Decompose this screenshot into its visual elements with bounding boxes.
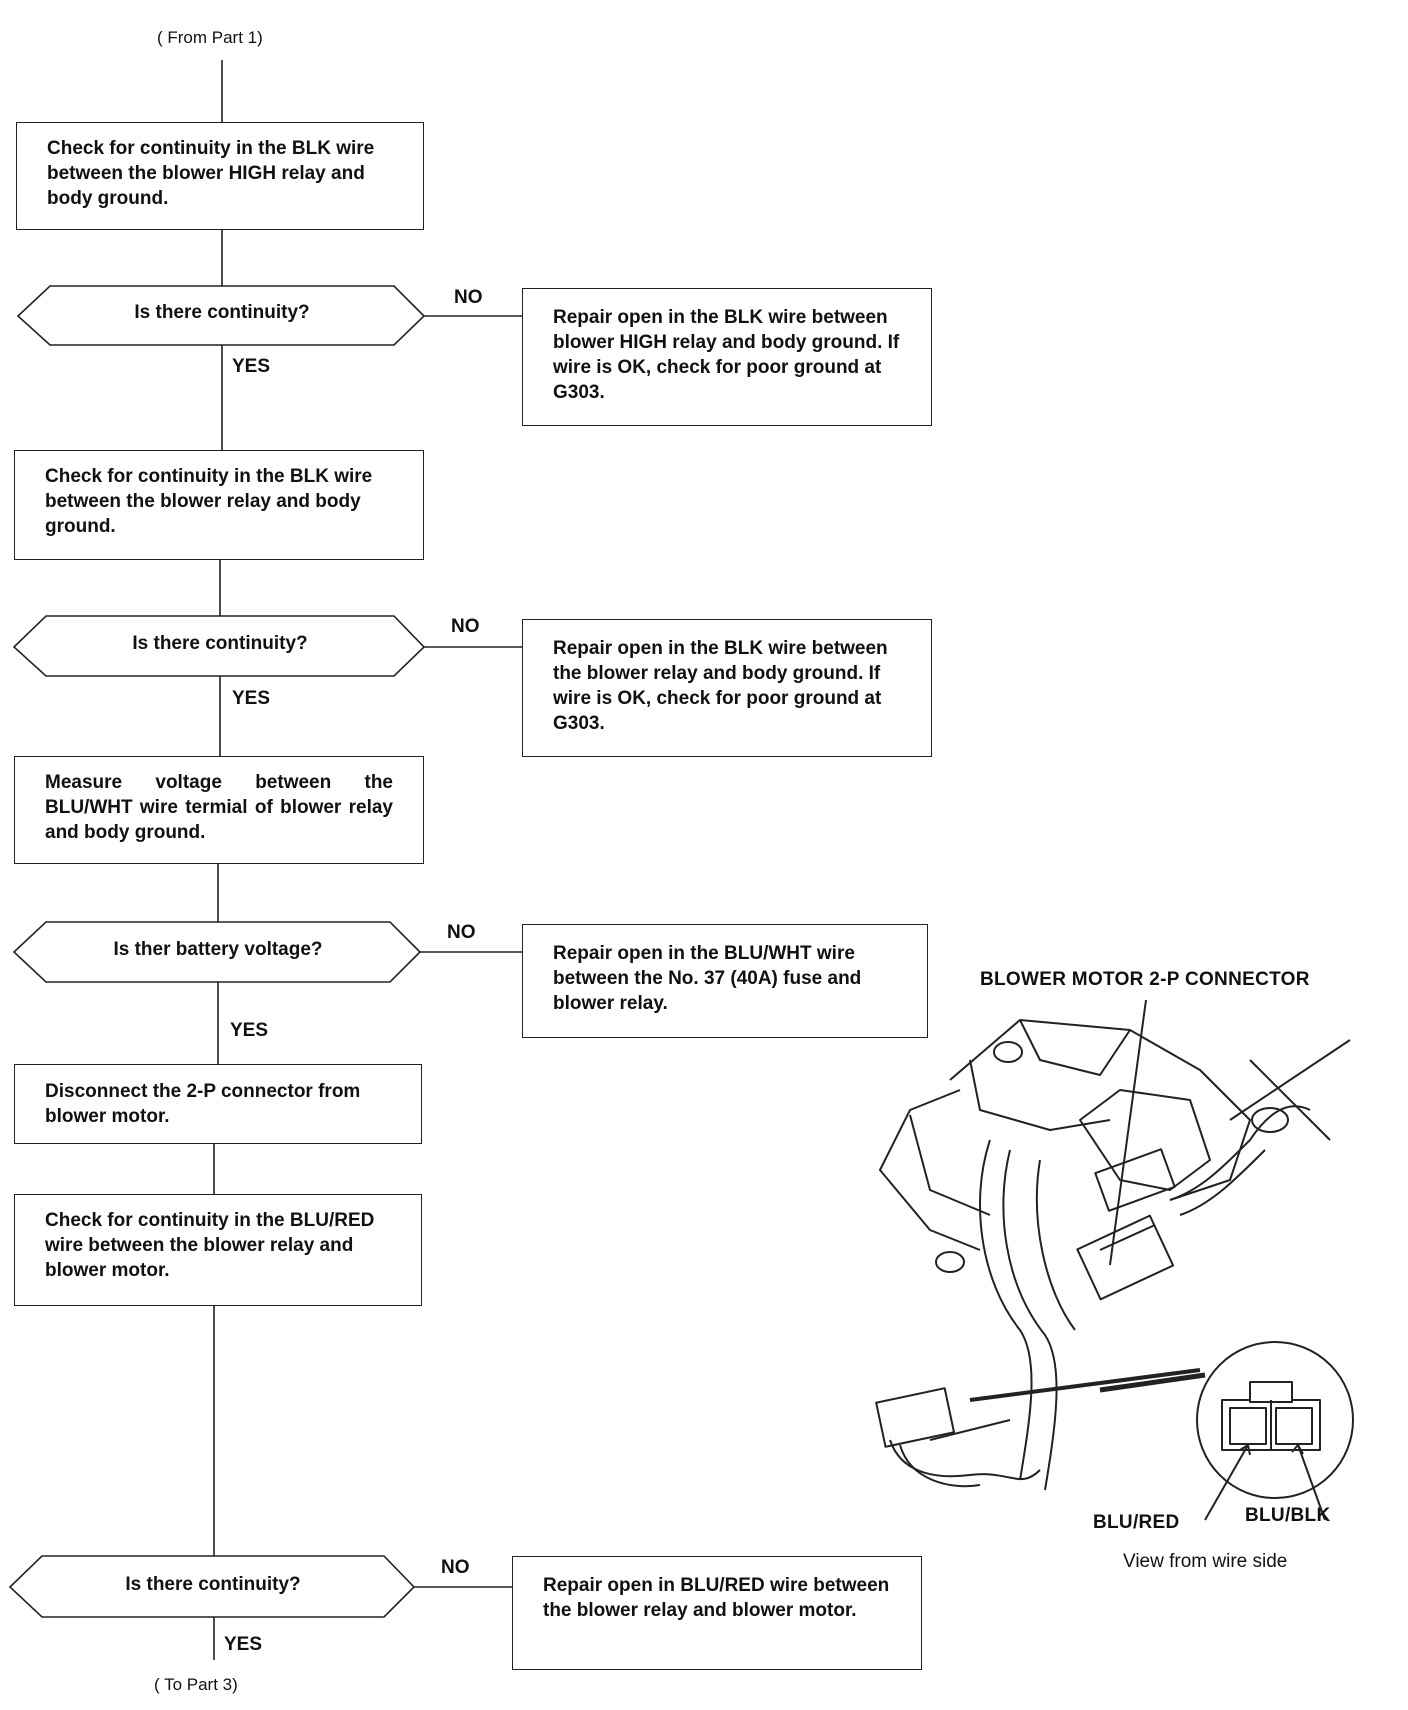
to-part-reference: ( To Part 3) xyxy=(154,1675,238,1694)
no-label-3: NO xyxy=(447,922,476,943)
step-measure-voltage: Measure voltage between the BLU/WHT wire… xyxy=(14,756,424,864)
yes-label-4: YES xyxy=(224,1634,263,1655)
repair-blk-blower-relay: Repair open in the BLK wire between the … xyxy=(522,619,932,757)
yes-label-1: YES xyxy=(232,356,271,377)
terminal-label-blu-blk: BLU/BLK xyxy=(1245,1505,1331,1526)
blower-motor-illustration xyxy=(875,1000,1354,1521)
no-label-4: NO xyxy=(441,1557,470,1578)
step-check-blu-red: Check for continuity in the BLU/RED wire… xyxy=(14,1194,422,1306)
step-check-blk-blower-relay: Check for continuity in the BLK wire bet… xyxy=(14,450,424,560)
decision-continuity-2: Is there continuity? xyxy=(132,633,308,654)
no-label-2: NO xyxy=(451,616,480,637)
decision-continuity-1: Is there continuity? xyxy=(134,302,310,323)
decision-shape-2 xyxy=(12,615,426,677)
decision-shape-4 xyxy=(8,1555,416,1618)
repair-blk-high-relay: Repair open in the BLK wire between blow… xyxy=(522,288,932,426)
view-caption: View from wire side xyxy=(1123,1551,1288,1572)
decision-continuity-4: Is there continuity? xyxy=(125,1574,301,1595)
yes-label-3: YES xyxy=(230,1020,269,1041)
no-label-1: NO xyxy=(454,287,483,308)
from-part-reference: ( From Part 1) xyxy=(157,28,263,47)
repair-blu-wht: Repair open in the BLU/WHT wire between … xyxy=(522,924,928,1038)
terminal-label-blu-red: BLU/RED xyxy=(1093,1512,1180,1533)
decision-shape-3 xyxy=(12,921,422,983)
blower-motor-connector-label: BLOWER MOTOR 2-P CONNECTOR xyxy=(980,969,1310,990)
step-check-blk-high-relay: Check for continuity in the BLK wire bet… xyxy=(16,122,424,230)
yes-label-2: YES xyxy=(232,688,271,709)
repair-blu-red: Repair open in BLU/RED wire between the … xyxy=(512,1556,922,1670)
decision-shape-1 xyxy=(16,285,426,346)
step-disconnect-connector: Disconnect the 2-P connector from blower… xyxy=(14,1064,422,1144)
decision-battery-voltage: Is ther battery voltage? xyxy=(113,939,323,960)
